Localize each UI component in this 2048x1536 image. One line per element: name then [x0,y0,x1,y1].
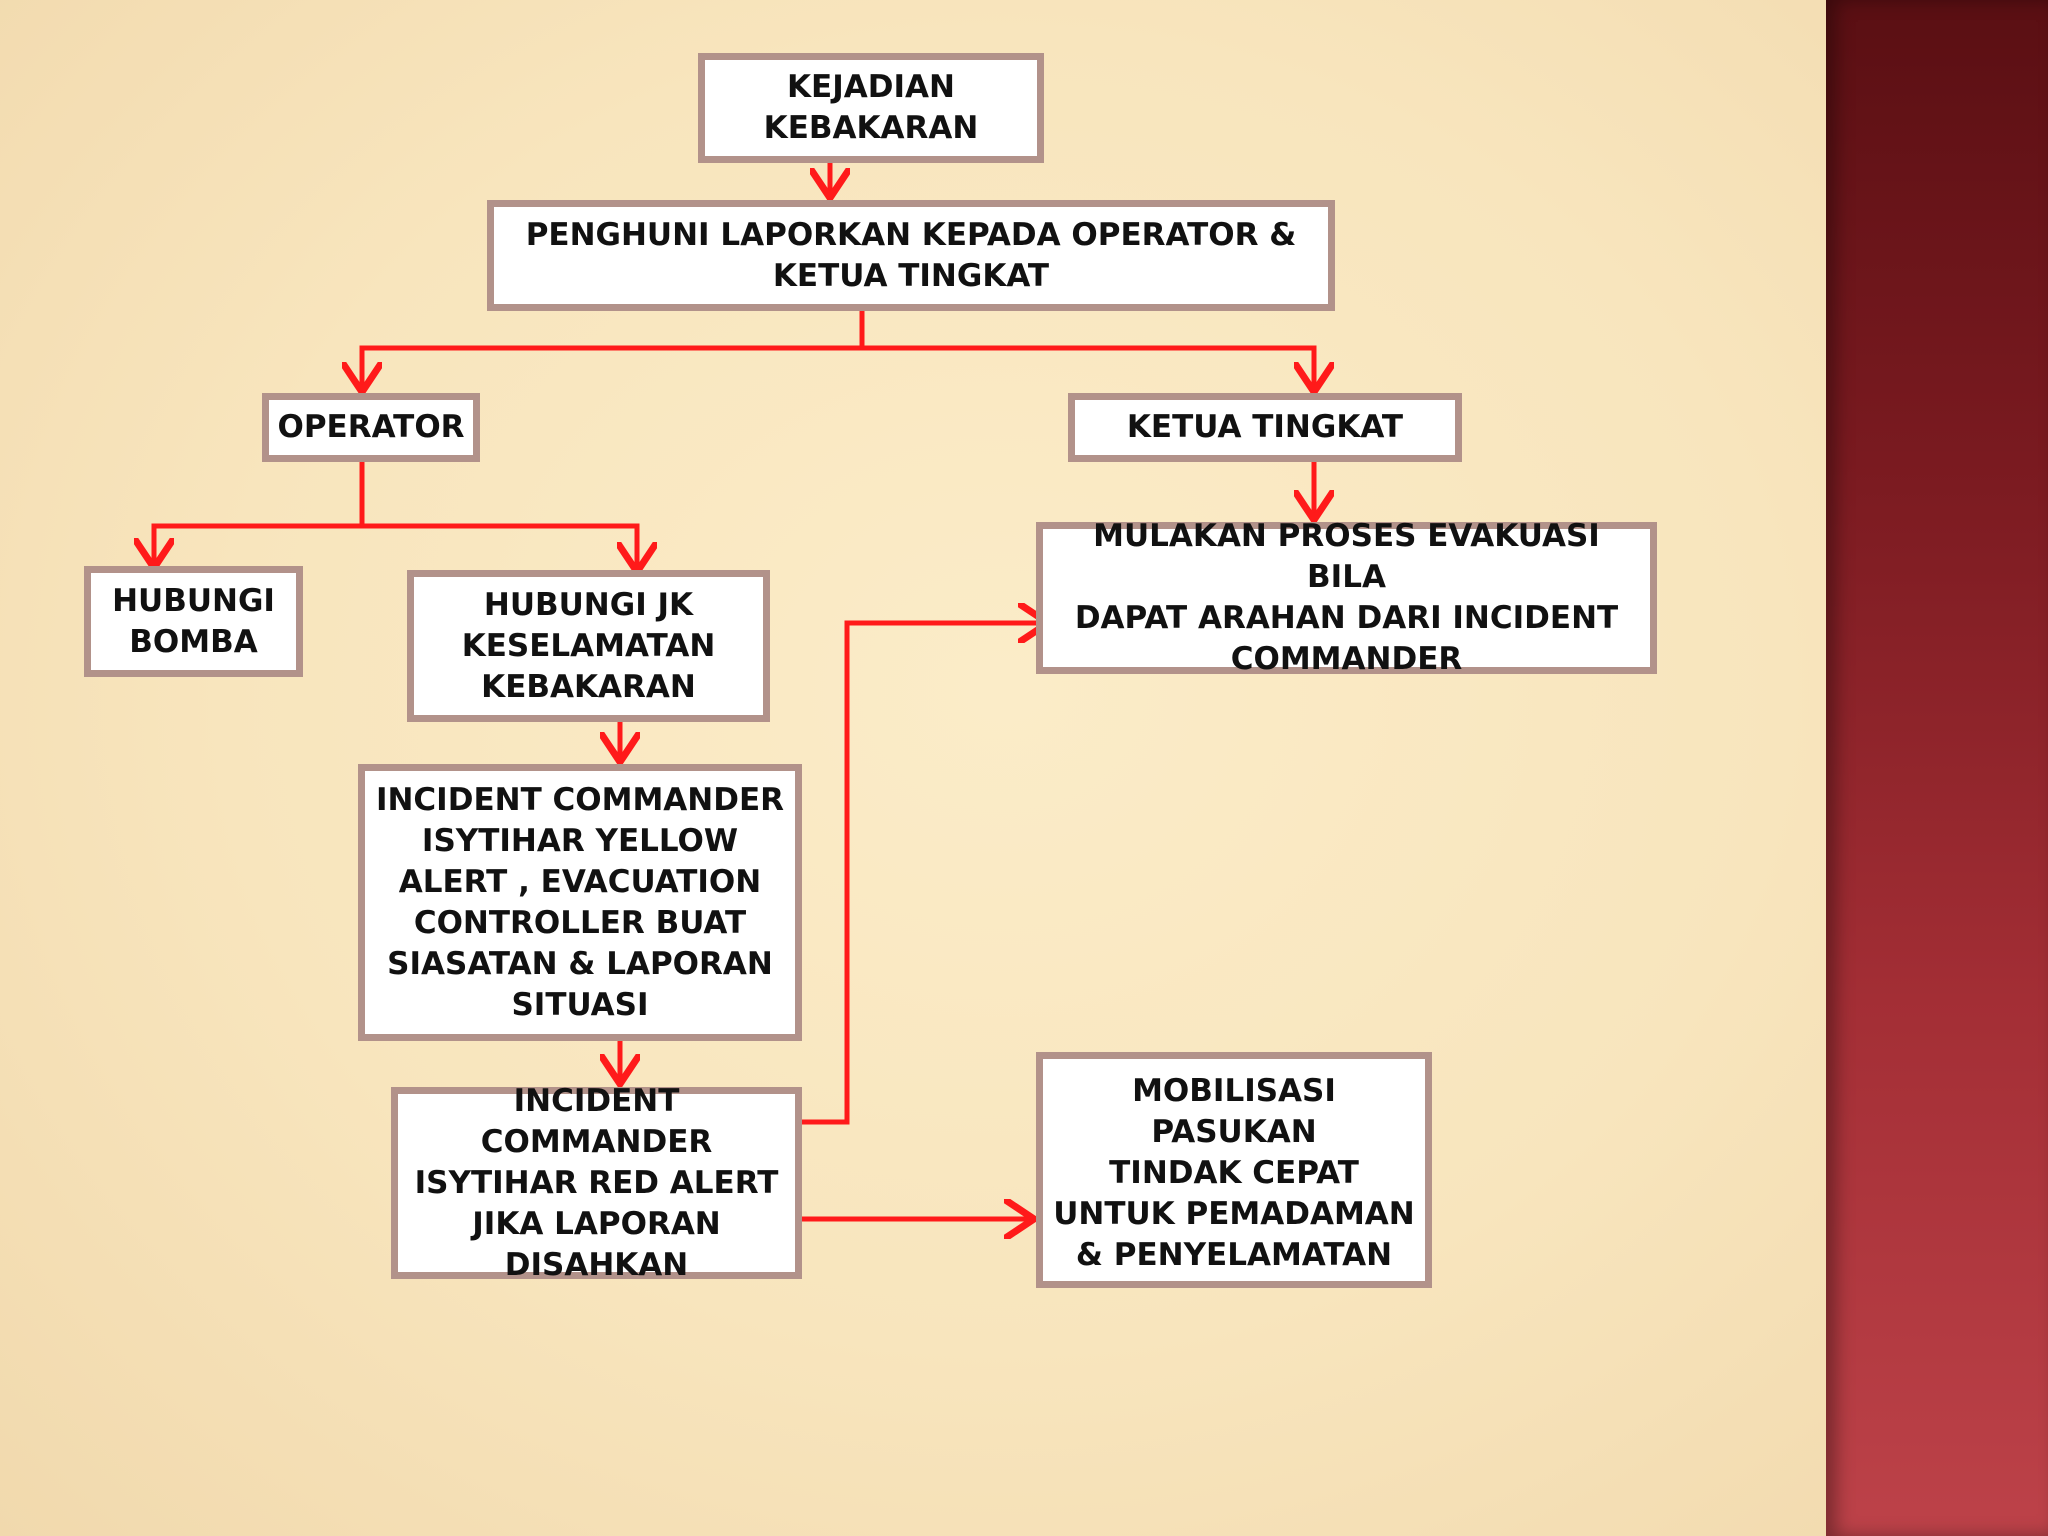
node-kejadian-kebakaran: KEJADIAN KEBAKARAN [698,53,1044,163]
node-operator: OPERATOR [262,393,480,462]
node-hubungi-bomba: HUBUNGI BOMBA [84,566,303,677]
arrow-red-evakuasi [797,623,1048,1125]
side-decor-band [1826,0,2048,1536]
node-hubungi-jk: HUBUNGI JK KESELAMATAN KEBAKARAN [407,570,770,722]
node-yellow-alert: INCIDENT COMMANDER ISYTIHAR YELLOW ALERT… [358,764,802,1041]
node-mobilisasi-pasukan: MOBILISASI PASUKAN TINDAK CEPAT UNTUK PE… [1036,1052,1432,1288]
node-mulakan-evakuasi: MULAKAN PROSES EVAKUASI BILA DAPAT ARAHA… [1036,518,1657,677]
node-red-alert: INCIDENT COMMANDER ISYTIHAR RED ALERT JI… [391,1083,802,1283]
node-ketua-tingkat: KETUA TINGKAT [1068,393,1462,462]
node-penghuni-laporkan: PENGHUNI LAPORKAN KEPADA OPERATOR & KETU… [487,200,1335,311]
